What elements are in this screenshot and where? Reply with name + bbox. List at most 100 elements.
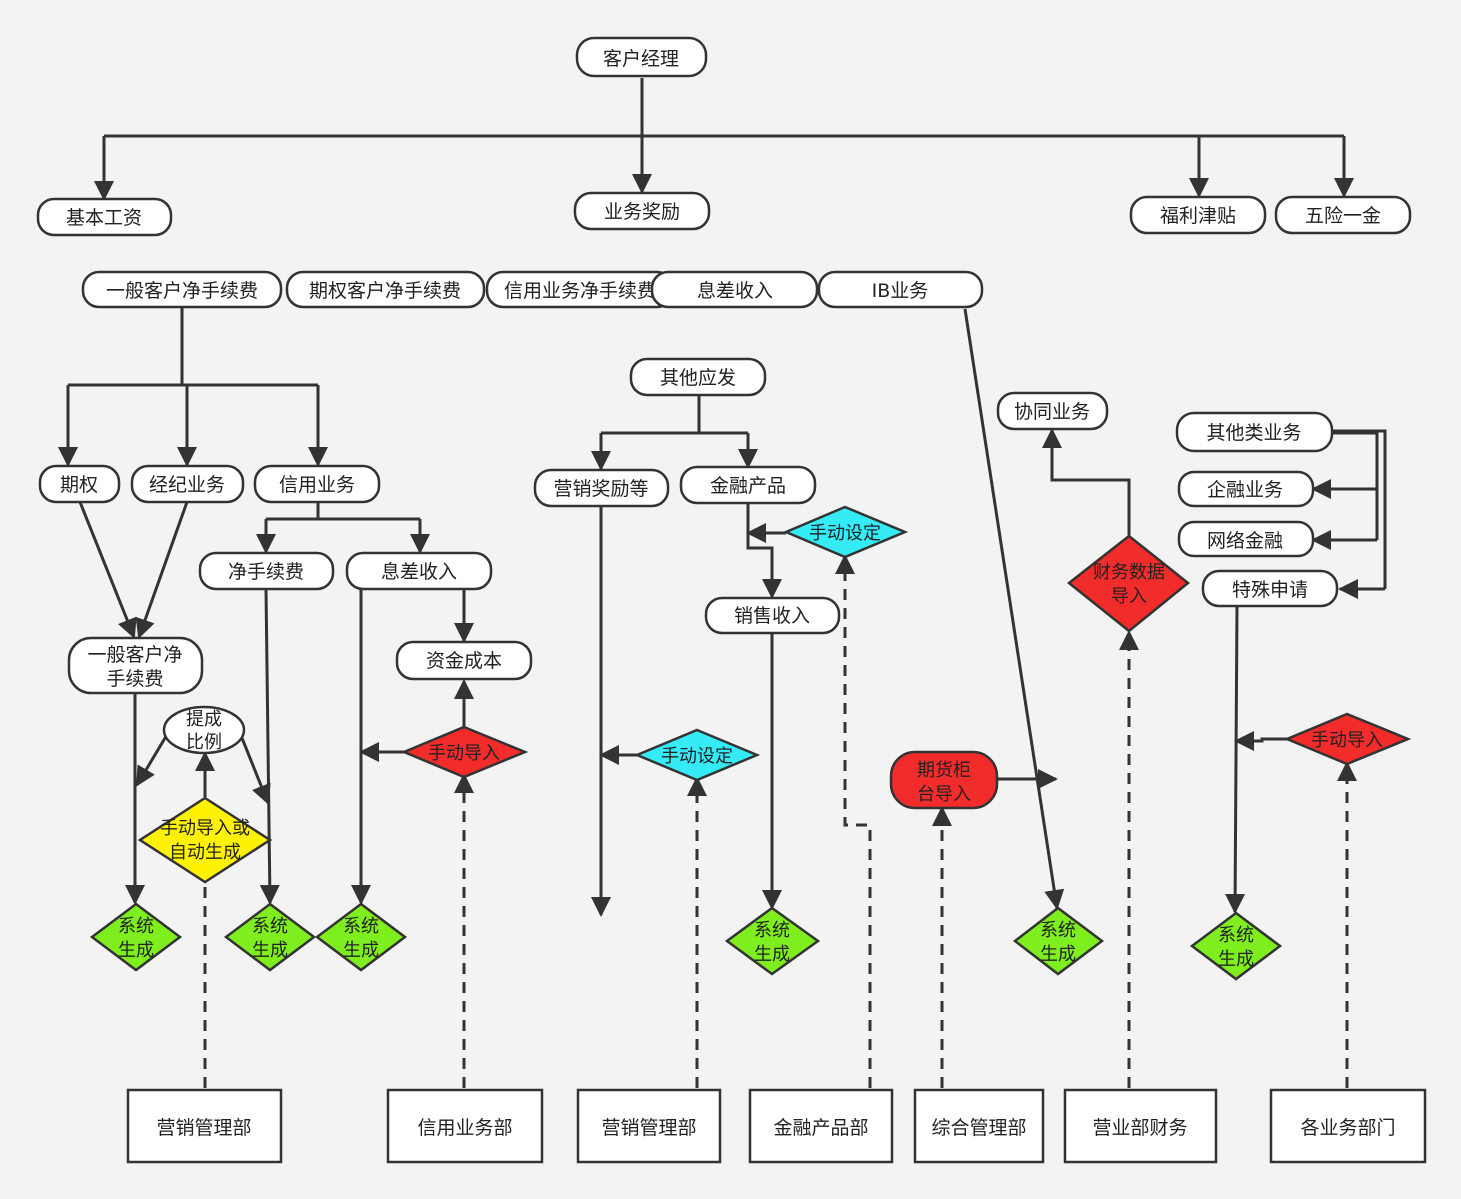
edges bbox=[58, 78, 1387, 1088]
svg-text:特殊申请: 特殊申请 bbox=[1232, 579, 1308, 601]
dept-general-mgmt: 综合管理部 bbox=[913, 1088, 1045, 1164]
svg-text:系统: 系统 bbox=[252, 916, 288, 937]
dept-credit: 信用业务部 bbox=[386, 1088, 544, 1164]
edge-finance-to-cooperative bbox=[1042, 428, 1131, 535]
svg-text:业务奖励: 业务奖励 bbox=[604, 201, 680, 223]
node-internet-finance: 网络金融 bbox=[1177, 520, 1315, 558]
node-finance-import: 财务数据 导入 bbox=[1066, 534, 1190, 633]
svg-text:系统: 系统 bbox=[1218, 925, 1254, 946]
svg-text:基本工资: 基本工资 bbox=[66, 207, 142, 229]
svg-text:息差收入: 息差收入 bbox=[381, 561, 457, 583]
dept-branch-finance: 营业部财务 bbox=[1063, 1088, 1218, 1164]
svg-text:五险一金: 五险一金 bbox=[1305, 205, 1381, 227]
node-system-gen-2: 系统 生成 bbox=[223, 902, 317, 972]
svg-text:金融产品: 金融产品 bbox=[710, 475, 786, 497]
svg-text:生成: 生成 bbox=[343, 940, 379, 961]
node-commission-ratio: 提成 比例 bbox=[162, 705, 246, 755]
svg-text:IB业务: IB业务 bbox=[872, 280, 929, 302]
svg-text:经纪业务: 经纪业务 bbox=[149, 474, 225, 496]
node-system-gen-1: 系统 生成 bbox=[89, 902, 183, 972]
svg-text:比例: 比例 bbox=[186, 732, 222, 753]
node-net-fee: 净手续费 bbox=[198, 551, 335, 591]
node-special-request: 特殊申请 bbox=[1201, 569, 1339, 608]
svg-text:台导入: 台导入 bbox=[917, 784, 971, 805]
node-system-gen-3: 系统 生成 bbox=[314, 902, 408, 972]
node-general-net-fee-2: 一般客户净 手续费 bbox=[67, 636, 204, 695]
node-insurance: 五险一金 bbox=[1274, 195, 1412, 235]
svg-text:净手续费: 净手续费 bbox=[228, 561, 304, 583]
svg-text:提成: 提成 bbox=[186, 709, 222, 730]
node-option: 期权 bbox=[38, 464, 121, 504]
node-general-net-fee: 一般客户净手续费 bbox=[81, 270, 283, 309]
node-manual-import-special: 手动导入 bbox=[1283, 712, 1412, 766]
svg-text:信用业务部: 信用业务部 bbox=[417, 1117, 512, 1139]
edge-ratio-to-left bbox=[135, 732, 170, 787]
svg-text:系统: 系统 bbox=[754, 920, 790, 941]
svg-text:网络金融: 网络金融 bbox=[1207, 530, 1283, 552]
svg-text:营销管理部: 营销管理部 bbox=[156, 1117, 251, 1139]
svg-text:手续费: 手续费 bbox=[106, 668, 163, 690]
svg-text:营业部财务: 营业部财务 bbox=[1092, 1117, 1187, 1139]
svg-text:信用业务净手续费: 信用业务净手续费 bbox=[504, 280, 656, 302]
node-system-gen-4: 系统 生成 bbox=[724, 906, 821, 976]
node-ib-business: IB业务 bbox=[817, 270, 984, 309]
svg-text:导入: 导入 bbox=[1111, 586, 1147, 607]
node-brokerage: 经纪业务 bbox=[130, 464, 245, 504]
node-futures-import: 期货柜 台导入 bbox=[889, 750, 999, 810]
svg-text:期货柜: 期货柜 bbox=[917, 760, 971, 781]
svg-text:一般客户净: 一般客户净 bbox=[87, 644, 182, 666]
dash-fp-up bbox=[835, 554, 872, 1088]
svg-text:福利津贴: 福利津贴 bbox=[1160, 205, 1236, 227]
node-fund-cost: 资金成本 bbox=[395, 640, 533, 681]
node-welfare: 福利津贴 bbox=[1129, 195, 1267, 235]
dept-financial-product: 金融产品部 bbox=[748, 1088, 894, 1164]
svg-text:生成: 生成 bbox=[1040, 944, 1076, 965]
node-interest-income-top: 息差收入 bbox=[650, 270, 819, 309]
svg-text:信用业务: 信用业务 bbox=[279, 474, 355, 496]
node-other-type: 其他类业务 bbox=[1175, 411, 1334, 453]
edge-netfee-to-sysgen2 bbox=[259, 588, 280, 905]
svg-text:企融业务: 企融业务 bbox=[1207, 479, 1283, 501]
svg-text:营销奖励等: 营销奖励等 bbox=[553, 478, 648, 500]
node-business-bonus: 业务奖励 bbox=[573, 191, 711, 231]
node-base-salary: 基本工资 bbox=[36, 197, 173, 237]
departments: 营销管理部 信用业务部 营销管理部 金融产品部 综合管理部 营业部财务 各业务部… bbox=[126, 1088, 1427, 1164]
edge-brokerage-to-general2 bbox=[135, 501, 189, 639]
edge-manual-special-left bbox=[1234, 731, 1288, 751]
node-credit-business: 信用业务 bbox=[253, 464, 381, 504]
svg-text:销售收入: 销售收入 bbox=[734, 605, 810, 627]
svg-text:其他类业务: 其他类业务 bbox=[1206, 422, 1301, 444]
node-other-payable: 其他应发 bbox=[629, 357, 767, 397]
svg-text:系统: 系统 bbox=[118, 916, 154, 937]
svg-text:资金成本: 资金成本 bbox=[426, 650, 502, 672]
svg-text:系统: 系统 bbox=[1040, 920, 1076, 941]
svg-text:生成: 生成 bbox=[252, 940, 288, 961]
svg-text:自动生成: 自动生成 bbox=[169, 842, 241, 863]
svg-text:期权: 期权 bbox=[60, 474, 98, 496]
svg-text:期权客户净手续费: 期权客户净手续费 bbox=[309, 280, 461, 302]
svg-text:生成: 生成 bbox=[754, 944, 790, 965]
svg-text:客户经理: 客户经理 bbox=[603, 48, 679, 70]
node-system-gen-6: 系统 生成 bbox=[1189, 911, 1283, 981]
svg-text:手动设定: 手动设定 bbox=[661, 746, 733, 767]
svg-text:一般客户净手续费: 一般客户净手续费 bbox=[106, 280, 258, 302]
svg-text:手动导入: 手动导入 bbox=[1311, 730, 1383, 751]
node-interest-income: 息差收入 bbox=[345, 551, 493, 591]
edge-other-type-inner bbox=[1332, 431, 1379, 540]
node-manager: 客户经理 bbox=[575, 36, 708, 78]
node-manual-set-1: 手动设定 bbox=[633, 728, 761, 782]
node-option-net-fee: 期权客户净手续费 bbox=[285, 270, 486, 309]
node-marketing-reward: 营销奖励等 bbox=[533, 468, 670, 508]
svg-text:财务数据: 财务数据 bbox=[1093, 562, 1165, 583]
svg-text:手动导入或: 手动导入或 bbox=[160, 818, 250, 839]
node-manual-set-2: 手动设定 bbox=[782, 505, 909, 559]
svg-text:其他应发: 其他应发 bbox=[660, 367, 736, 389]
nodes: 客户经理 基本工资 业务奖励 福利津贴 五险一金 一般客户净手续费 期权客户净手… bbox=[36, 36, 1412, 981]
edge-special-to-sysgen6 bbox=[1225, 605, 1246, 914]
svg-text:协同业务: 协同业务 bbox=[1014, 401, 1090, 423]
dept-all-departments: 各业务部门 bbox=[1269, 1088, 1427, 1164]
svg-text:手动导入: 手动导入 bbox=[428, 743, 500, 764]
node-cooperative: 协同业务 bbox=[996, 391, 1109, 431]
node-enterprise-finance: 企融业务 bbox=[1177, 470, 1315, 508]
